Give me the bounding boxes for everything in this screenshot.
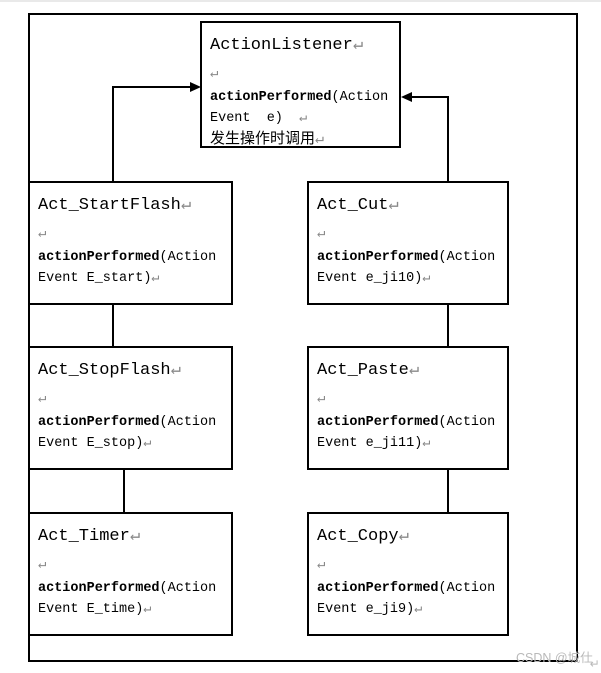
blank-line: ↵: [317, 388, 503, 412]
method-args-line2: Event E_time): [38, 602, 144, 617]
class-title: Act_Copy: [317, 527, 399, 546]
paragraph-return-icon: ↵: [317, 557, 326, 573]
paragraph-return-icon: ↵: [422, 436, 431, 451]
paragraph-return-icon: ↵: [129, 527, 141, 546]
class-title-line: Act_StopFlash↵: [38, 356, 227, 388]
class-title-line: Act_Cut↵: [317, 191, 503, 223]
method-note-text: 发生操作时调用: [210, 131, 316, 148]
method-name: actionPerformed: [38, 250, 160, 265]
paragraph-return-icon: ↵: [414, 602, 423, 617]
paragraph-return-icon: ↵: [38, 226, 47, 242]
paragraph-return-icon: ↵: [388, 196, 399, 215]
paragraph-return-icon: ↵: [38, 557, 47, 573]
paragraph-return-icon: ↵: [151, 271, 160, 286]
blank-line: ↵: [317, 223, 503, 247]
paragraph-return-icon: ↵: [143, 436, 152, 451]
paragraph-return-icon: ↵: [38, 391, 47, 407]
paragraph-return-icon: ↵: [317, 226, 326, 242]
connector-paste-copy: [447, 469, 449, 513]
blank-line: ↵: [38, 223, 227, 247]
class-title-line: ActionListener↵: [210, 31, 395, 63]
class-title-line: Act_Paste↵: [317, 356, 503, 388]
blank-line: ↵: [38, 388, 227, 412]
class-title-line: Act_Timer↵: [38, 522, 227, 554]
class-title: Act_StopFlash: [38, 361, 171, 380]
connector-stopflash-timer: [123, 469, 125, 513]
connector-cut-to-listener-vertical: [447, 96, 449, 181]
method-name: actionPerformed: [317, 250, 439, 265]
watermark: CSDN @城仕↵: [516, 647, 601, 671]
connector-startflash-stopflash: [112, 304, 114, 347]
paragraph-return-icon: ↵: [180, 196, 192, 215]
class-title-line: Act_Copy↵: [317, 522, 503, 554]
class-title: Act_Timer: [38, 527, 130, 546]
paragraph-return-icon: ↵: [317, 391, 326, 407]
connector-startflash-to-listener-vertical: [112, 86, 114, 181]
paragraph-return-icon: ↵: [299, 111, 308, 126]
method-args-line1: (Action: [438, 581, 496, 596]
paragraph-return-icon: ↵: [422, 271, 431, 286]
class-title: ActionListener: [210, 36, 353, 55]
paragraph-return-icon: ↵: [352, 36, 364, 55]
paragraph-return-icon: ↵: [315, 131, 325, 148]
method-args-line1: (Action: [159, 250, 217, 265]
method-args-line2: Event E_start): [38, 271, 152, 286]
top-edge-strip: [0, 0, 601, 2]
method-args-line2: Event e): [210, 111, 300, 126]
class-title: Act_StartFlash: [38, 196, 181, 215]
paragraph-return-icon: ↵: [143, 602, 152, 617]
paragraph-return-icon: ↵: [398, 527, 409, 546]
arrowhead-right-icon: [190, 82, 201, 92]
connector-cut-paste: [447, 304, 449, 347]
method-name: actionPerformed: [210, 90, 332, 105]
method-name: actionPerformed: [317, 415, 439, 430]
paragraph-return-icon: ↵: [408, 361, 420, 380]
paragraph-return-icon: ↵: [210, 66, 219, 82]
method-args-line1: (Action: [331, 90, 389, 105]
class-title: Act_Cut: [317, 196, 389, 215]
method-args-line1: (Action: [438, 415, 496, 430]
class-title: Act_Paste: [317, 361, 409, 380]
class-box-actionlistener: ActionListener↵ ↵ actionPerformed(Action…: [200, 21, 401, 148]
method-name: actionPerformed: [38, 415, 160, 430]
method-name: actionPerformed: [317, 581, 439, 596]
watermark-text: CSDN @城仕: [516, 651, 593, 665]
diagram-outer-border: [28, 13, 578, 662]
method-args-line2: Event e_ji11): [317, 436, 423, 451]
method-note: 发生操作时调用↵: [210, 130, 395, 150]
method-args-line2: Event e_ji10): [317, 271, 423, 286]
method-args-line1: (Action: [159, 581, 217, 596]
method-name: actionPerformed: [38, 581, 160, 596]
class-box-act-startflash: Act_StartFlash↵ ↵ actionPerformed(Action…: [28, 181, 233, 305]
method-args-line1: (Action: [438, 250, 496, 265]
connector-cut-to-listener-horizontal: [412, 96, 449, 98]
arrowhead-left-icon: [401, 92, 412, 102]
watermark-return-icon: ↵: [589, 657, 600, 671]
connector-startflash-to-listener-horizontal: [112, 86, 190, 88]
class-title-line: Act_StartFlash↵: [38, 191, 227, 223]
paragraph-return-icon: ↵: [170, 361, 181, 380]
blank-line: ↵: [210, 63, 395, 87]
method-args-line2: Event E_stop): [38, 436, 144, 451]
blank-line: ↵: [38, 554, 227, 578]
method-args-line2: Event e_ji9): [317, 602, 415, 617]
method-args-line1: (Action: [159, 415, 217, 430]
blank-line: ↵: [317, 554, 503, 578]
